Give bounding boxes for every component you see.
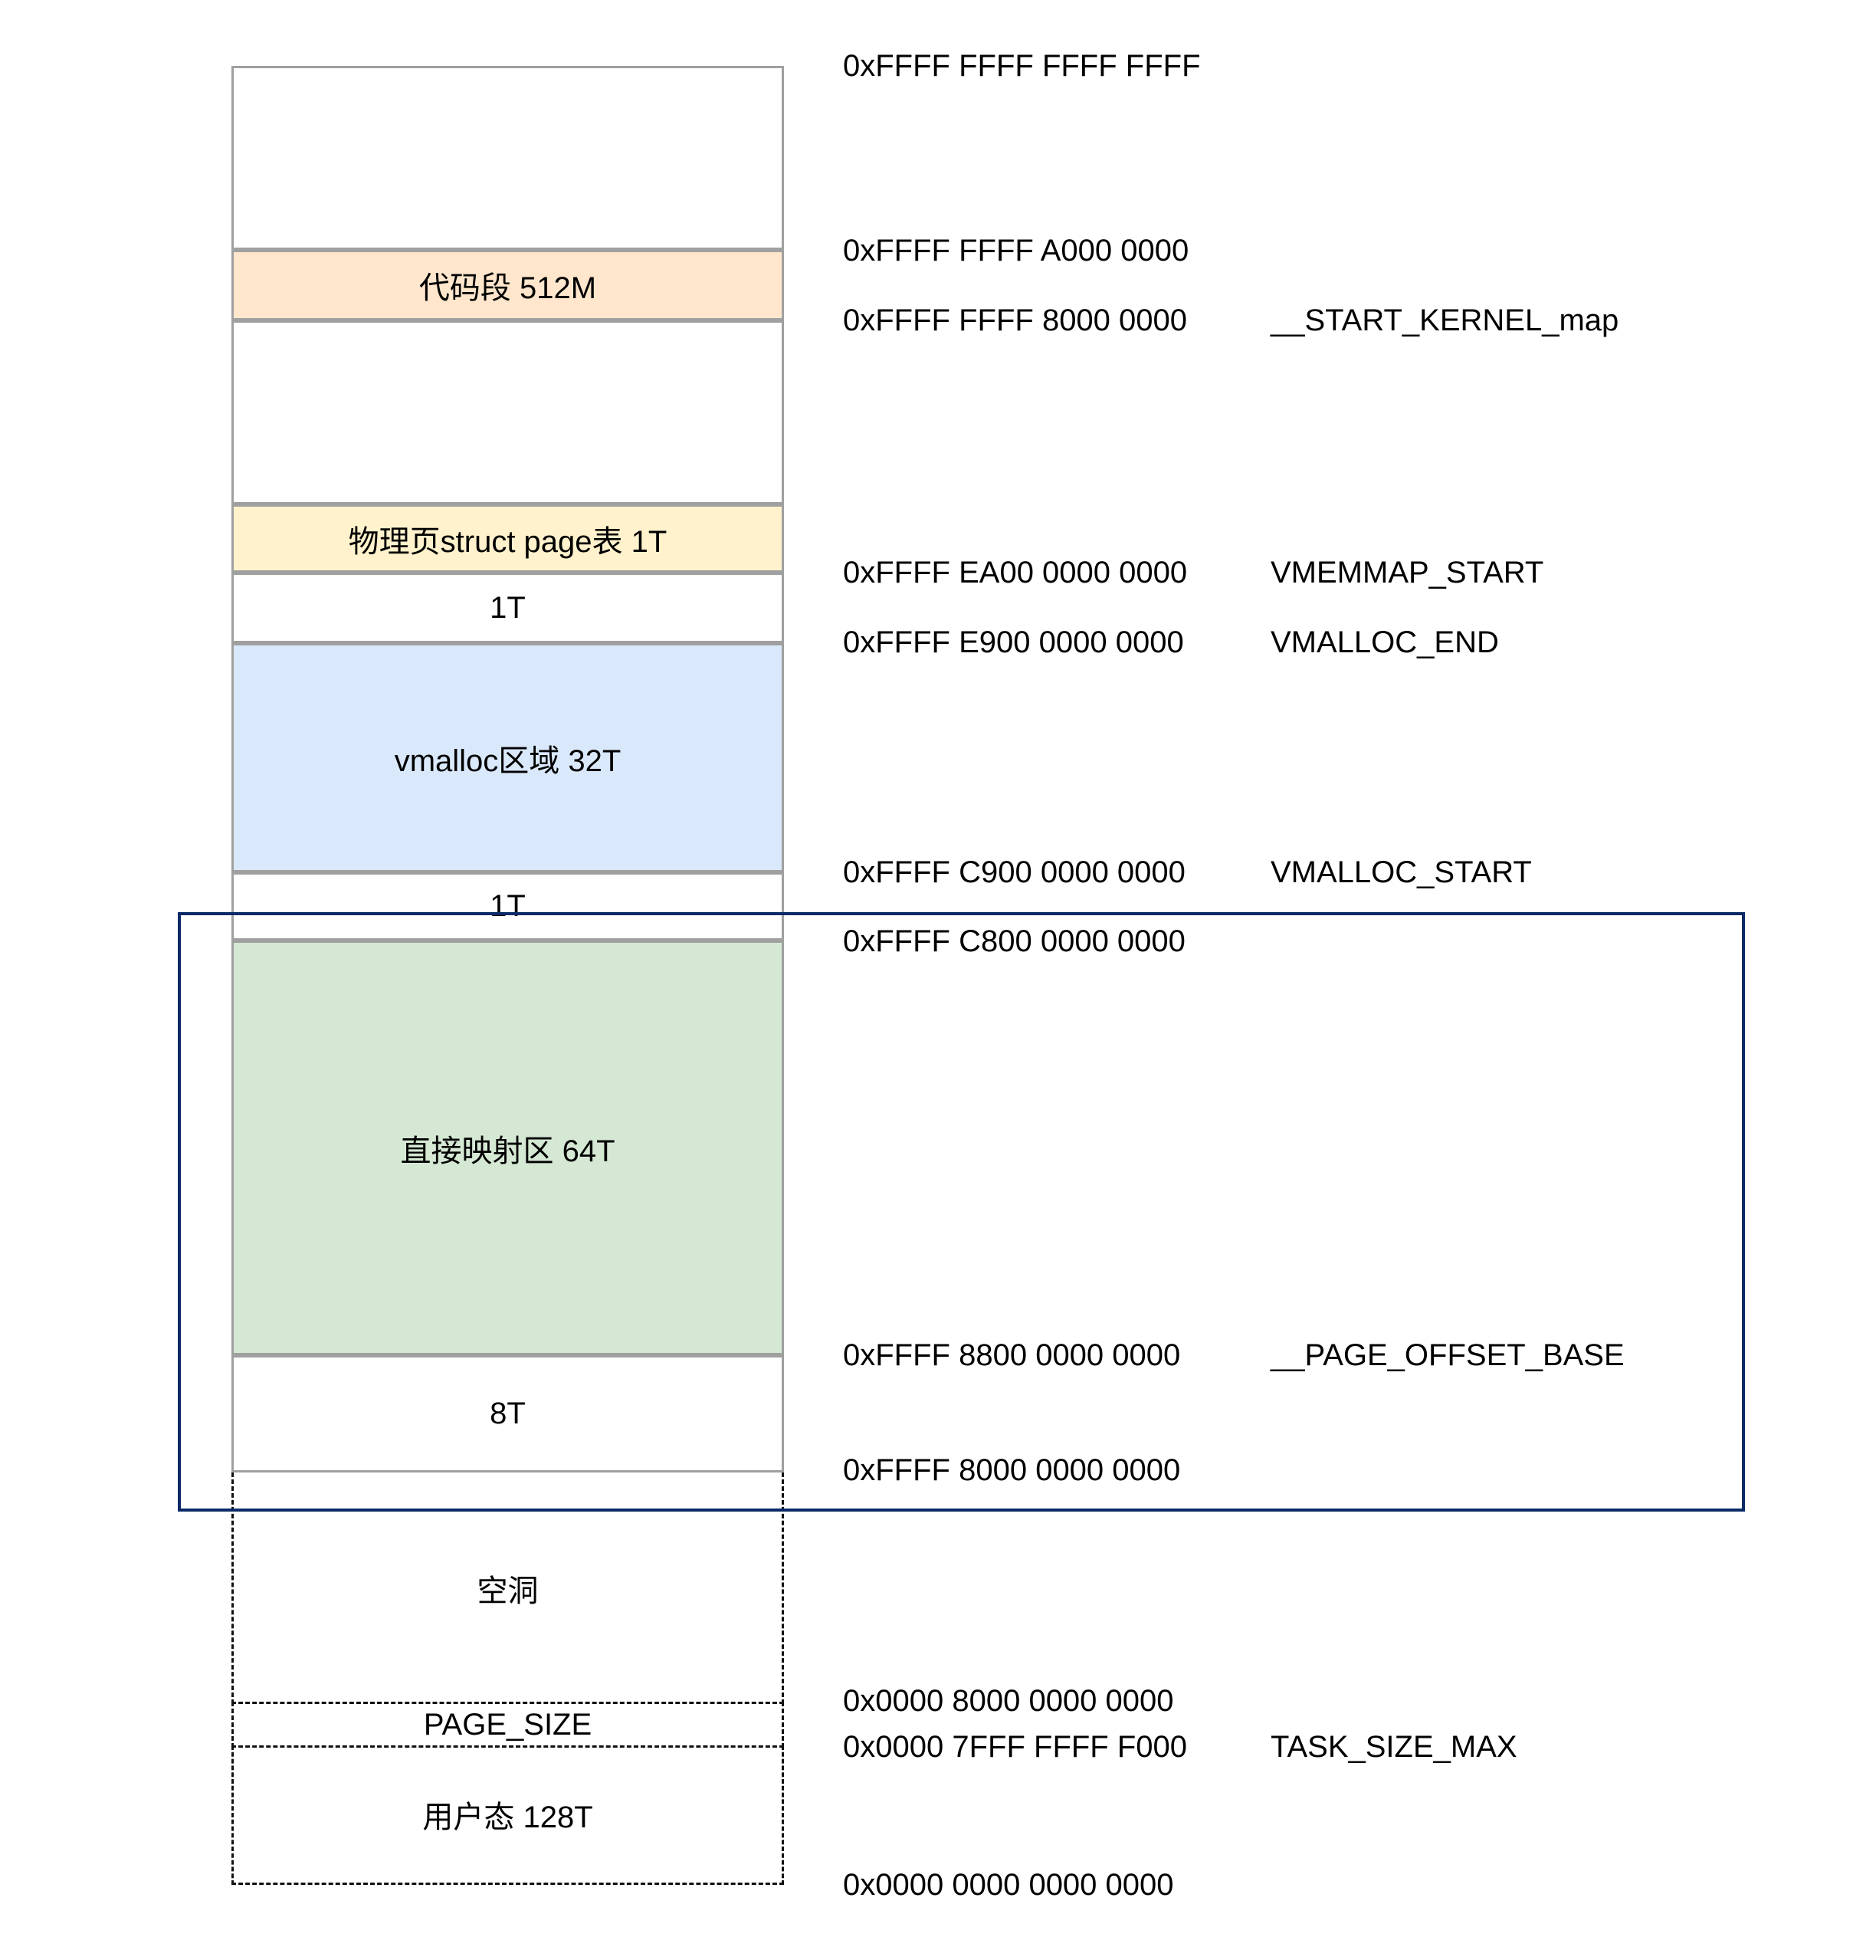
segment-user-space: 用户态 128T: [231, 1745, 784, 1885]
address-label: 0xFFFF 8000 0000 0000: [843, 1453, 1181, 1487]
symbol-label: __PAGE_OFFSET_BASE: [1271, 1338, 1625, 1372]
segment-gap-1t-upper: 1T: [231, 573, 784, 643]
address-label: 0xFFFF FFFF A000 0000: [843, 234, 1189, 268]
segment-gap-modules: [231, 320, 784, 504]
address-label: 0xFFFF C900 0000 0000: [843, 855, 1186, 889]
segment-label: 代码段 512M: [418, 271, 597, 305]
address-label: 0xFFFF FFFF 8000 0000: [843, 304, 1188, 337]
symbol-label: VMALLOC_START: [1271, 855, 1532, 889]
segment-label: 1T: [490, 590, 526, 625]
segment-gap-1t-lower: 1T: [231, 872, 784, 941]
segment-label: 空洞: [477, 1574, 539, 1608]
address-label: 0xFFFF FFFF FFFF FFFF: [843, 49, 1201, 83]
symbol-label: __START_KERNEL_map: [1271, 304, 1619, 337]
address-label: 0xFFFF C800 0000 0000: [843, 924, 1186, 958]
symbol-label: VMALLOC_END: [1271, 625, 1499, 659]
segment-label: 物理页struct page表 1T: [348, 524, 667, 559]
segment-label: 直接映射区 64T: [400, 1134, 615, 1168]
segment-page-size: PAGE_SIZE: [231, 1702, 784, 1748]
address-label: 0xFFFF EA00 0000 0000: [843, 556, 1188, 589]
address-label: 0x0000 0000 0000 0000: [843, 1868, 1174, 1902]
symbol-label: TASK_SIZE_MAX: [1271, 1730, 1517, 1764]
segment-label: 1T: [490, 889, 526, 923]
segment-label: 8T: [490, 1397, 526, 1430]
segment-label: vmalloc区域 32T: [394, 744, 622, 778]
address-label: 0x0000 7FFF FFFF F000: [843, 1730, 1188, 1764]
symbol-label: VMEMMAP_START: [1271, 556, 1544, 589]
segment-hole: 空洞: [231, 1472, 784, 1704]
segment-label: 用户态 128T: [422, 1800, 593, 1834]
segment-code: 代码段 512M: [231, 250, 784, 320]
segment-label: PAGE_SIZE: [423, 1707, 592, 1742]
address-label: 0x0000 8000 0000 0000: [843, 1684, 1174, 1718]
address-label: 0xFFFF E900 0000 0000: [843, 625, 1184, 659]
segment-struct-page: 物理页struct page表 1T: [231, 504, 784, 573]
segment-vmalloc: vmalloc区域 32T: [231, 643, 784, 872]
address-label: 0xFFFF 8800 0000 0000: [843, 1338, 1181, 1372]
segment-direct-map: 直接映射区 64T: [231, 941, 784, 1355]
segment-top-unused: [231, 66, 784, 250]
segment-gap-8t: 8T: [231, 1355, 784, 1472]
